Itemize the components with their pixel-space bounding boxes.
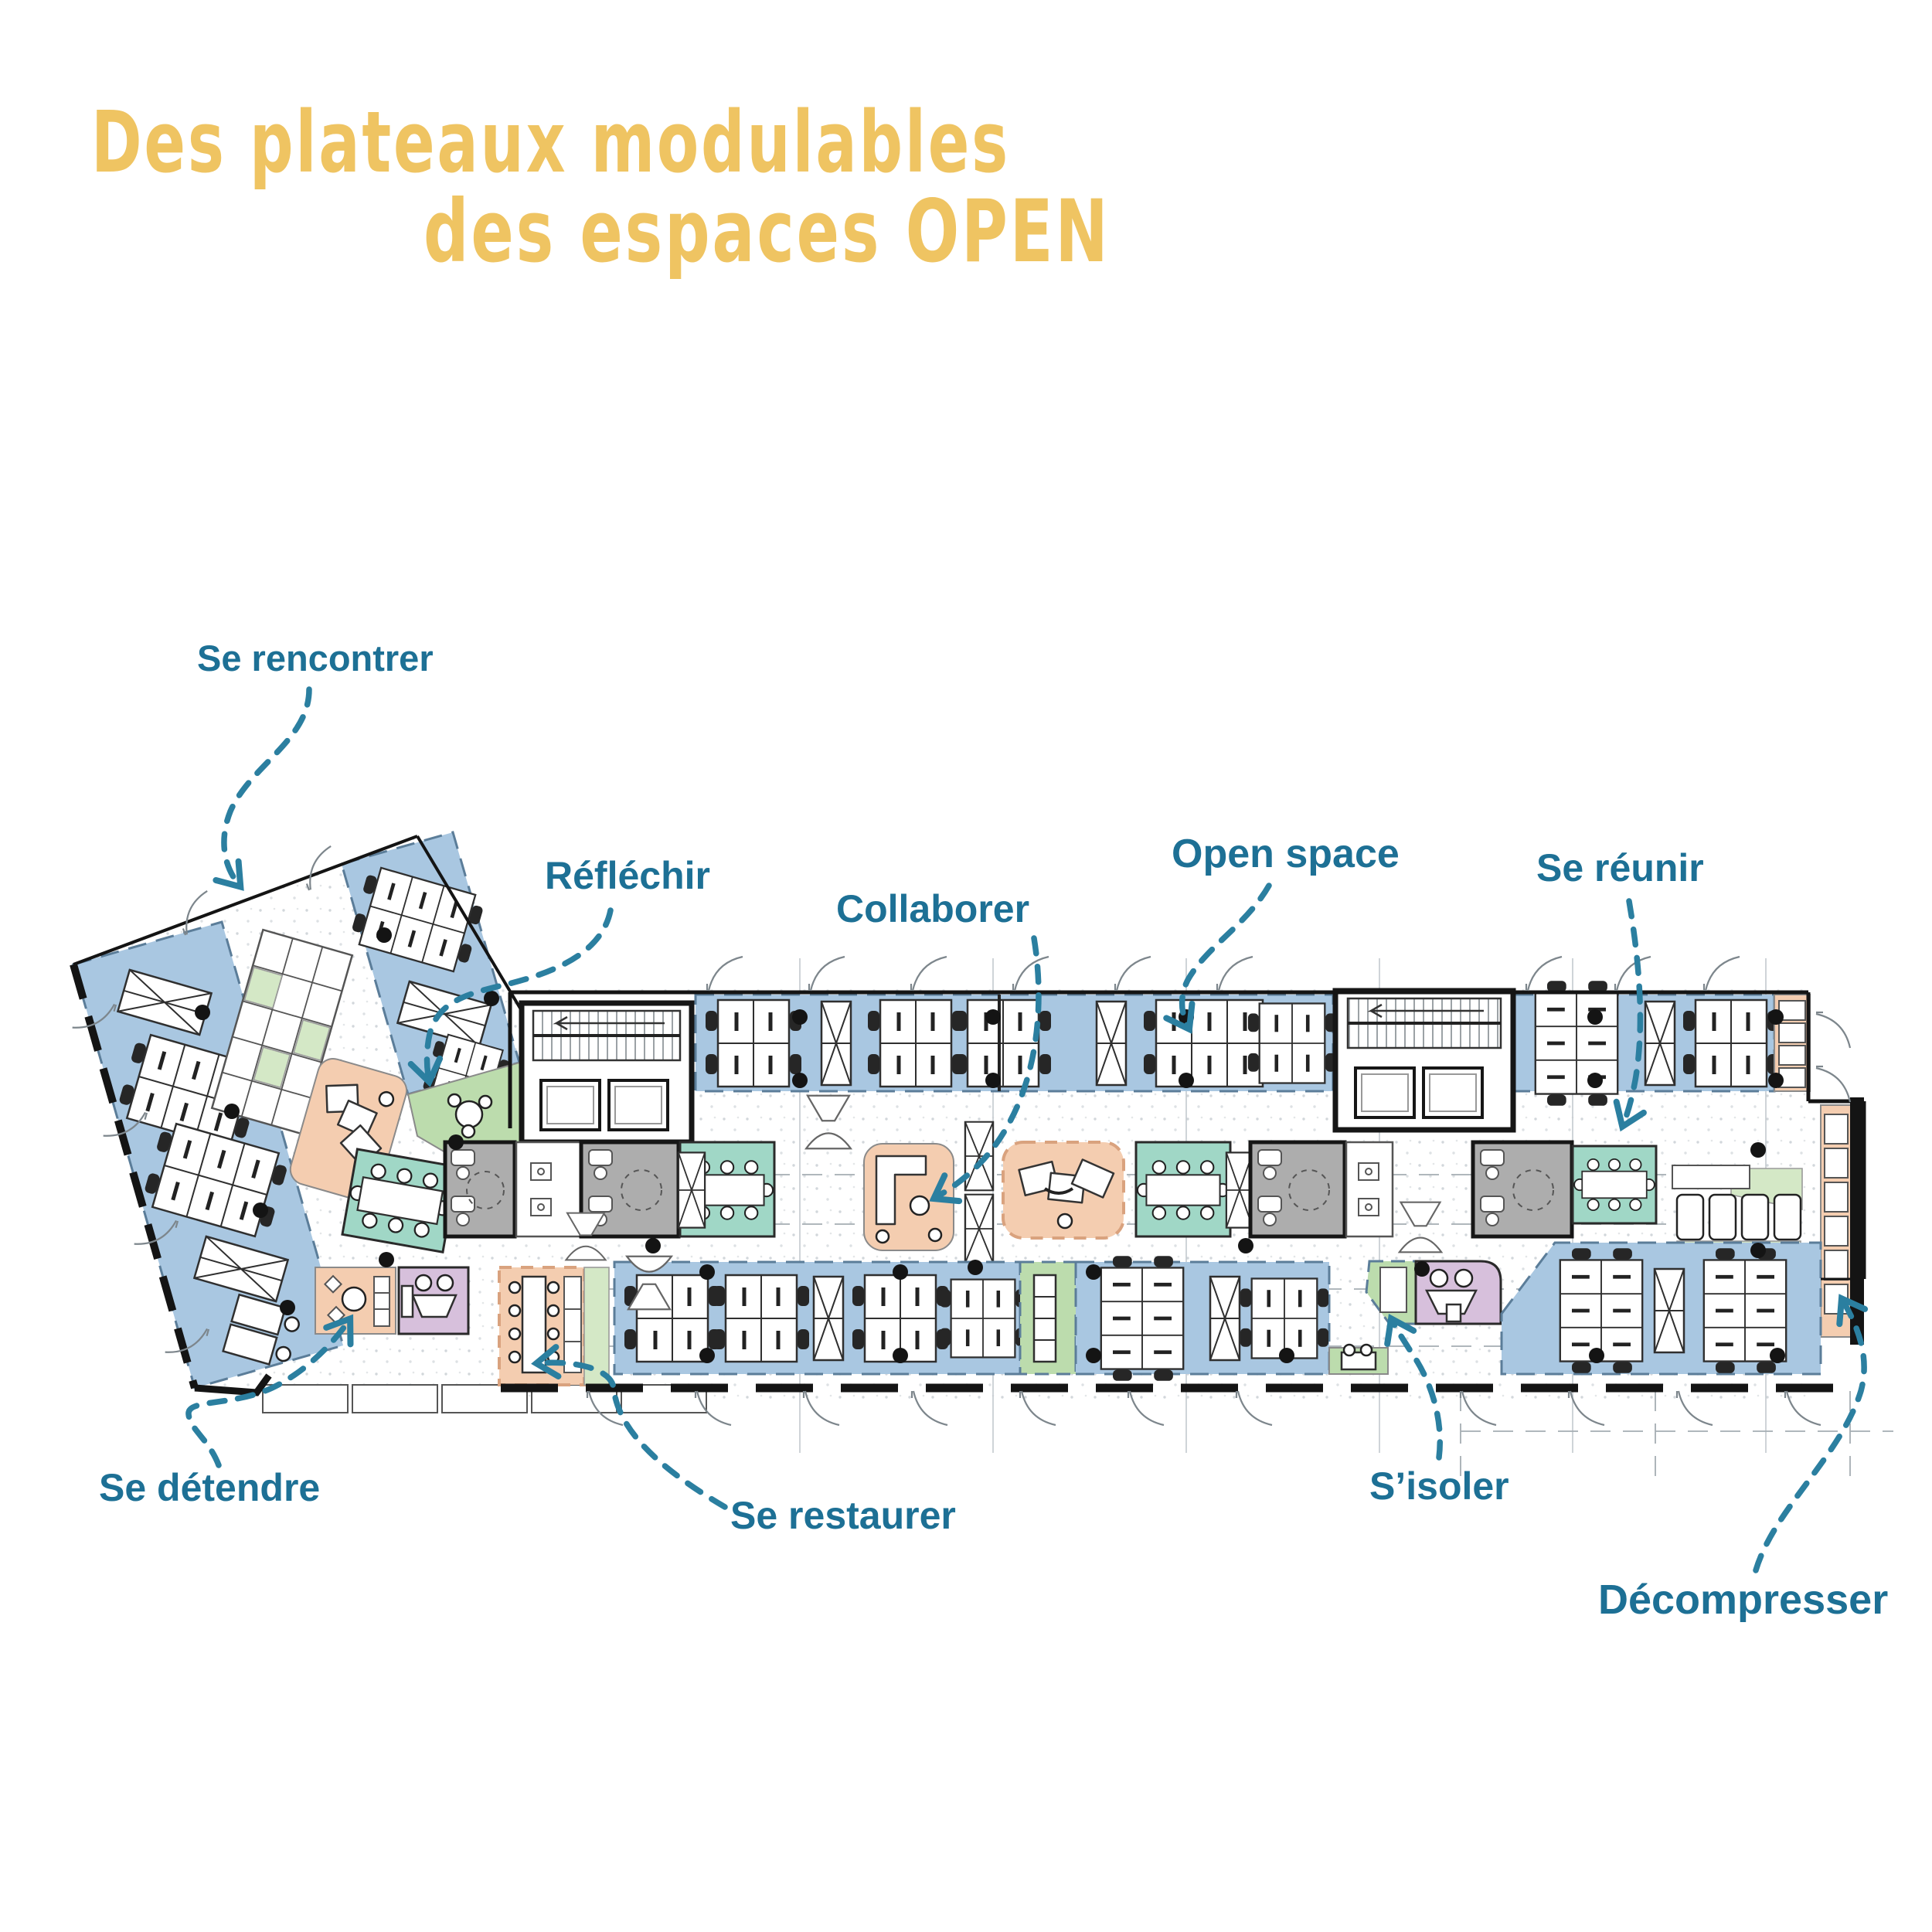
annotation-se-restaurer: Se restaurer <box>730 1494 956 1537</box>
leader-lines <box>185 686 1869 1573</box>
annotation-se-detendre: Se détendre <box>99 1466 320 1509</box>
annotation-decompresser: Décompresser <box>1598 1577 1888 1623</box>
leader-se-reunir <box>1613 898 1647 1132</box>
leader-se-rencontrer <box>213 686 312 891</box>
leader-se-detendre <box>185 1314 354 1468</box>
annotation-s-isoler: S’isoler <box>1369 1464 1509 1508</box>
annotation-se-rencontrer: Se rencontrer <box>197 638 434 679</box>
leader-collaborer <box>929 935 1042 1205</box>
zone-wc-1 <box>443 1140 517 1239</box>
zone-green-table-band <box>1019 1260 1077 1376</box>
zone-meeting-room-4 <box>1571 1145 1658 1225</box>
zone-open-space-bottom-a <box>613 1260 1026 1376</box>
annotation-collaborer: Collaborer <box>836 887 1029 930</box>
annotation-se-reunir: Se réunir <box>1536 846 1704 889</box>
zone-open-space-top-b <box>1513 981 1811 1106</box>
columns <box>195 927 1785 1363</box>
leader-reflechir <box>407 907 614 1087</box>
leader-se-restaurer <box>531 1344 728 1510</box>
zone-meeting-room-1 <box>341 1148 460 1253</box>
title-line-2: des espaces OPEN <box>423 182 1111 282</box>
zone-phone-room-right <box>1365 1260 1502 1325</box>
leader-decompresser <box>1753 1294 1869 1573</box>
zone-meeting-room-3 <box>1134 1141 1254 1238</box>
zone-open-space-top-a <box>694 993 1336 1093</box>
zone-relax-room <box>315 1267 396 1335</box>
zone-open-space-bottom-c <box>1500 1241 1822 1376</box>
stair-core-left <box>519 1000 695 1145</box>
copy-nook-left <box>515 1141 583 1238</box>
zone-wc-4 <box>1471 1140 1574 1239</box>
zone-locker-strip-right <box>1820 1097 1864 1345</box>
zone-phone-room-left <box>397 1266 470 1335</box>
zone-wc-3 <box>1248 1140 1347 1239</box>
leader-open-space <box>1163 883 1272 1034</box>
annotation-reflechir: Réfléchir <box>545 854 710 897</box>
zone-open-space-bottom-b <box>1074 1256 1331 1381</box>
main-wing <box>195 927 1866 1427</box>
zone-locker-block-courtyard <box>210 928 354 1135</box>
zone-meeting-room-2 <box>677 1141 776 1238</box>
title-line-1: Des plateaux modulables <box>91 93 1010 192</box>
annotation-labels: Se rencontrer Réfléchir Collaborer Open … <box>99 638 1888 1623</box>
zone-green-corner-table <box>1328 1343 1389 1375</box>
stair-core-right <box>1332 988 1516 1133</box>
zone-lounge-dashed <box>1002 1141 1125 1240</box>
leader-s-isoler <box>1384 1313 1444 1461</box>
copy-nook-right <box>1345 1141 1394 1238</box>
wing-walls <box>70 835 546 1396</box>
zone-collab-lounge <box>863 1143 954 1251</box>
page-title: Des plateaux modulables des espaces OPEN <box>91 93 1111 283</box>
main-walls <box>501 990 1866 1393</box>
annotation-open-space: Open space <box>1172 832 1400 876</box>
